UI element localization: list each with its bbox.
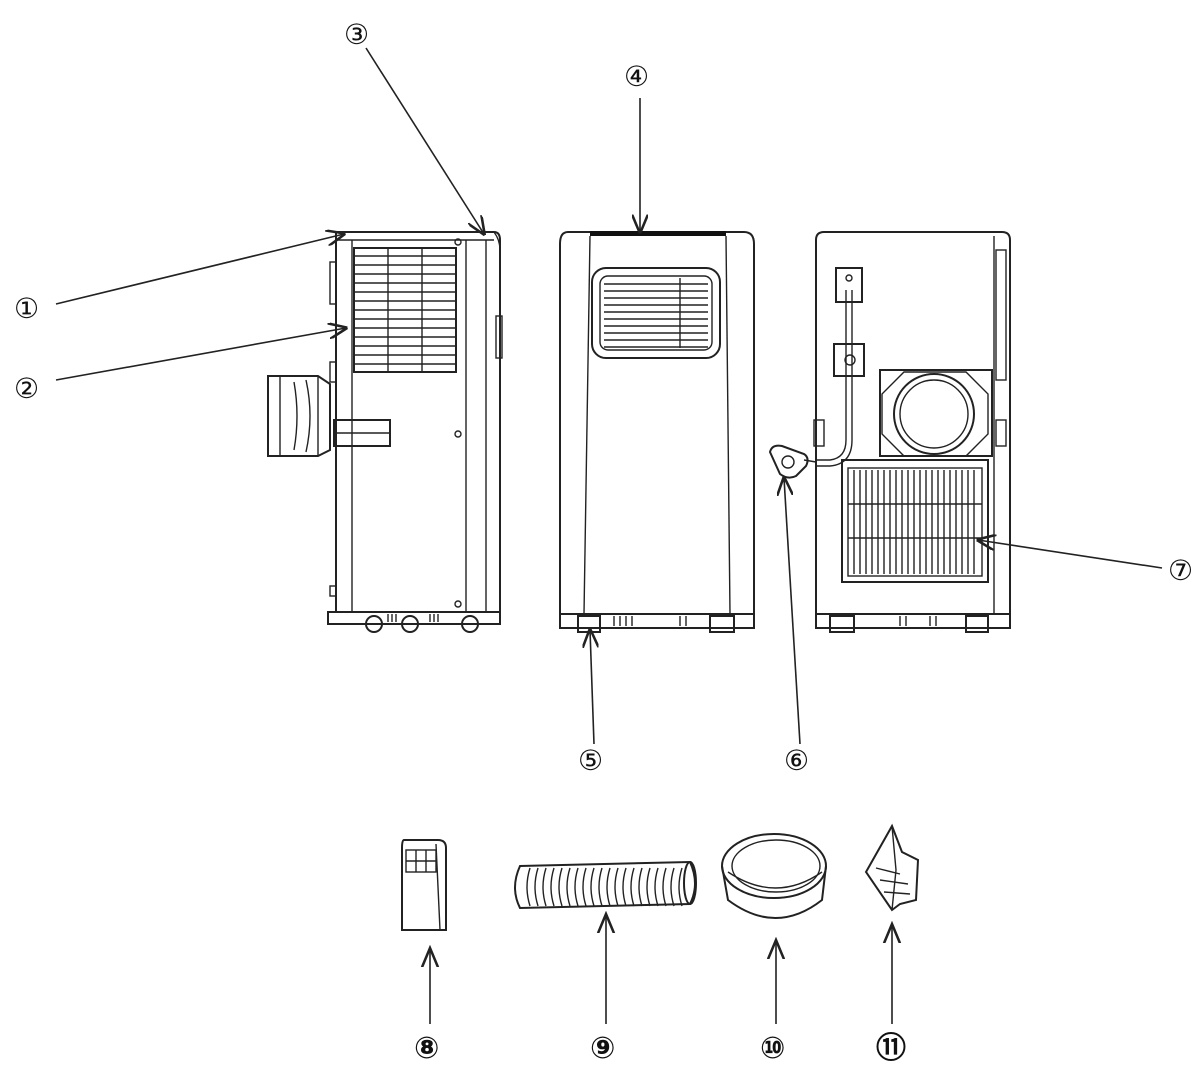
side-wheels xyxy=(365,615,479,633)
side-view xyxy=(267,231,503,633)
callout-4: ④ xyxy=(624,60,649,93)
callout-3: ③ xyxy=(344,18,369,51)
callout-2: ② xyxy=(14,372,39,405)
front-view xyxy=(559,231,755,633)
leader-lines xyxy=(55,47,1163,1024)
side-duct xyxy=(267,375,331,457)
callout-9: ⑨ xyxy=(590,1031,615,1066)
side-base-vents xyxy=(387,614,439,622)
power-plug xyxy=(768,444,817,479)
callout-6: ⑥ xyxy=(784,744,809,777)
callout-10: ⑩ xyxy=(760,1031,785,1066)
callout-7: ⑦ xyxy=(1168,554,1193,587)
window-adapter xyxy=(864,823,920,912)
remote-control xyxy=(401,839,447,931)
callout-1: ① xyxy=(14,292,39,325)
hose-adapter xyxy=(721,833,827,919)
rear-filter-grille xyxy=(853,470,975,574)
rear-base-vents xyxy=(899,616,937,626)
callout-8: ⑧ xyxy=(414,1031,439,1066)
front-louver xyxy=(604,283,708,348)
callout-11: ⑪ xyxy=(876,1031,906,1066)
front-base-vents xyxy=(613,616,687,626)
exhaust-hose xyxy=(514,860,697,910)
top-panel xyxy=(590,231,726,236)
callout-5: ⑤ xyxy=(578,744,603,777)
rear-view xyxy=(768,231,1011,633)
